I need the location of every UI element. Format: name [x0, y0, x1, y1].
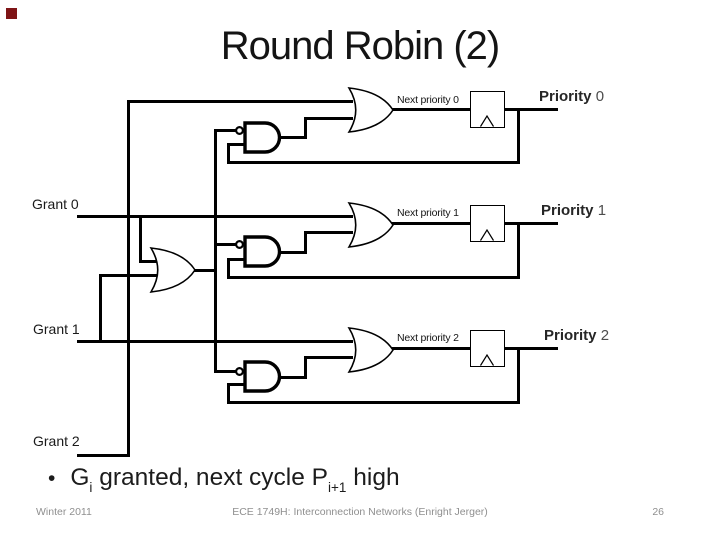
priority-word: Priority	[539, 88, 592, 105]
bullet-seg: high	[346, 464, 400, 491]
wire	[517, 108, 520, 164]
grant-label: Grant 1	[33, 321, 80, 337]
priority-label: Priority 0	[539, 88, 604, 105]
wire	[227, 276, 520, 279]
footer-term: Winter 2011	[36, 506, 92, 518]
wire	[139, 260, 160, 263]
or-gate-row1	[347, 202, 394, 248]
priority-word: Priority	[544, 327, 597, 344]
wire	[505, 222, 558, 225]
bullet-subscript: i	[89, 480, 93, 495]
wire	[227, 161, 520, 164]
red-accent-square	[6, 8, 17, 19]
and-gate-row0	[243, 121, 282, 154]
wire	[304, 117, 353, 120]
grant2-wrap-rail	[127, 100, 130, 457]
wire	[214, 243, 238, 246]
priority-label: Priority 1	[541, 202, 606, 219]
grant2-line	[77, 454, 130, 457]
wire	[304, 231, 353, 234]
inverter-bubble-icon	[234, 125, 245, 136]
wire	[214, 129, 238, 132]
bullet-text: Gi granted, next cycle Pi+1 high	[70, 464, 400, 495]
wire	[193, 269, 217, 272]
wire	[505, 108, 558, 111]
priority-number: 0	[595, 88, 605, 105]
wire	[227, 258, 247, 261]
wire	[127, 100, 353, 103]
wire	[227, 258, 230, 279]
and-gate-row1	[243, 235, 282, 268]
clock-triangle-icon	[480, 115, 494, 127]
inverter-bubble-icon	[234, 239, 245, 250]
wire	[304, 356, 307, 379]
next-priority-label: Next priority 0	[397, 94, 459, 106]
wire	[304, 356, 353, 359]
grant0-line	[77, 215, 353, 218]
slide-title: Round Robin (2)	[220, 24, 501, 68]
wire	[281, 251, 306, 254]
mask-or-output-rail	[214, 129, 217, 373]
priority-number: 1	[597, 202, 607, 219]
wire	[391, 108, 470, 111]
next-priority-label: Next priority 2	[397, 332, 459, 344]
page-number: 26	[652, 506, 664, 518]
wire	[505, 347, 558, 350]
wire	[214, 370, 238, 373]
footer-course: ECE 1749H: Interconnection Networks (Enr…	[232, 506, 488, 518]
wire	[391, 222, 470, 225]
wire	[227, 143, 230, 164]
grant-label: Grant 0	[32, 196, 79, 212]
priority-label: Priority 2	[544, 327, 609, 344]
clock-triangle-icon	[480, 229, 494, 241]
clock-triangle-icon	[480, 354, 494, 366]
bullet-seg: G	[70, 464, 90, 491]
wire	[304, 117, 307, 139]
bullet-item: • Gi granted, next cycle Pi+1 high	[48, 464, 688, 495]
flipflop-row0	[470, 91, 505, 128]
wire	[304, 231, 307, 254]
wire	[391, 347, 470, 350]
grant-label: Grant 2	[33, 433, 80, 449]
wire	[227, 401, 520, 404]
or-gate-row2	[347, 327, 394, 373]
or-gate-row0	[347, 87, 394, 133]
priority-word: Priority	[541, 202, 594, 219]
or-gate-grants	[149, 247, 196, 293]
bullet-subscript: i+1	[328, 480, 347, 495]
wire	[227, 383, 230, 404]
wire	[517, 347, 520, 404]
and-gate-row2	[243, 360, 282, 393]
wire	[99, 274, 160, 277]
wire	[227, 143, 247, 146]
grant0-stub	[139, 215, 142, 263]
inverter-bubble-icon	[234, 366, 245, 377]
wire	[281, 136, 306, 139]
flipflop-row1	[470, 205, 505, 242]
priority-number: 2	[600, 327, 610, 344]
next-priority-label: Next priority 1	[397, 207, 459, 219]
bullet-seg: granted, next cycle P	[92, 464, 329, 491]
bullet-icon: •	[48, 467, 56, 490]
grant1-line	[77, 340, 353, 343]
wire	[281, 376, 306, 379]
wire	[227, 383, 247, 386]
flipflop-row2	[470, 330, 505, 367]
grant1-branch	[99, 274, 102, 343]
wire	[517, 222, 520, 279]
